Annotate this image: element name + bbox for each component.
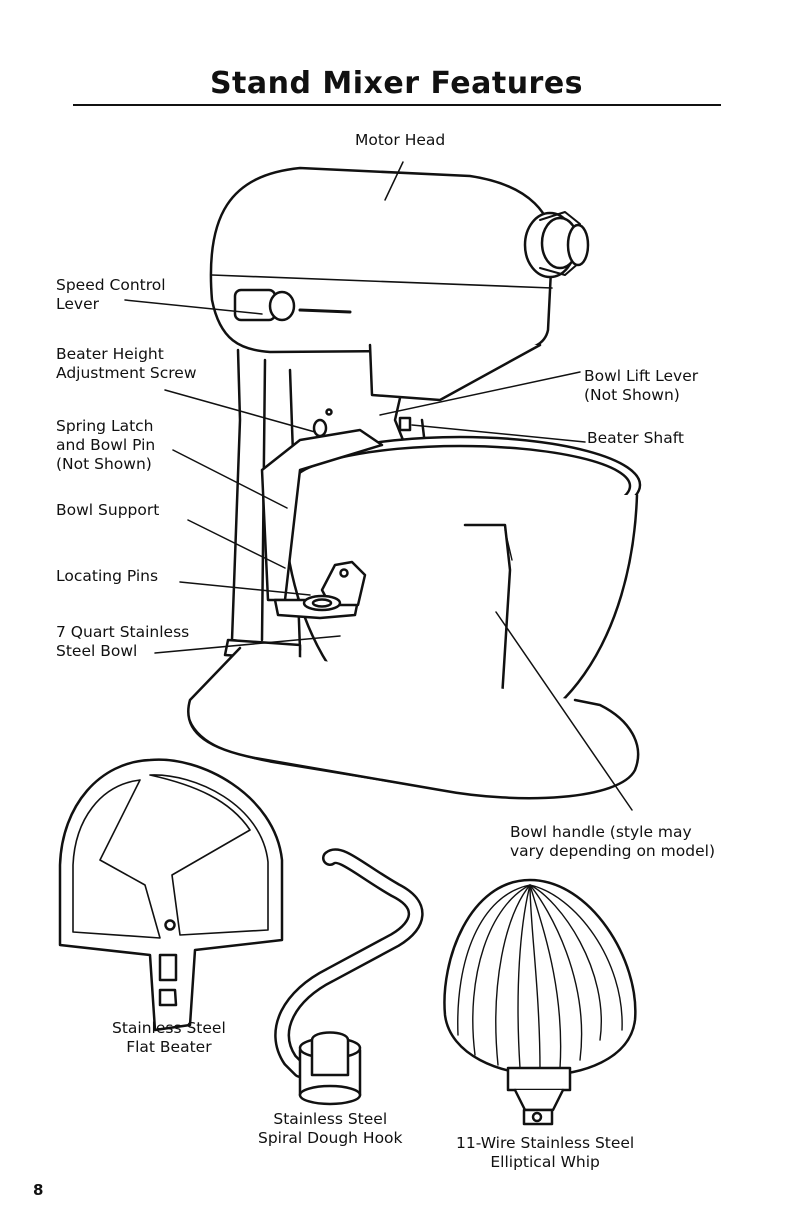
label-line: Spring Latch: [56, 417, 154, 435]
label-line: Steel Bowl: [56, 642, 138, 660]
label-line: (Not Shown): [584, 386, 680, 404]
page-title: Stand Mixer Features: [209, 66, 584, 101]
label-line: Elliptical Whip: [490, 1153, 600, 1171]
label-line: Bowl Lift Lever: [584, 367, 699, 385]
label-line: vary depending on model): [510, 842, 715, 860]
label-stainless-bowl: 7 Quart Stainless Steel Bowl: [56, 623, 189, 661]
label-line: Lever: [56, 295, 99, 313]
label-dough-hook: Stainless Steel Spiral Dough Hook: [258, 1110, 403, 1148]
title-rule: [73, 104, 721, 106]
label-line: Spiral Dough Hook: [258, 1129, 403, 1147]
page-number: 8: [33, 1181, 44, 1199]
label-bowl-support: Bowl Support: [56, 501, 160, 519]
motor-head-drawing: [209, 166, 590, 354]
label-wire-whip: 11-Wire Stainless Steel Elliptical Whip: [456, 1134, 634, 1172]
label-bowl-lift-lever: Bowl Lift Lever (Not Shown): [584, 367, 698, 405]
label-line: and Bowl Pin: [56, 436, 156, 454]
label-bowl-handle: Bowl handle (style may vary depending on…: [510, 823, 715, 861]
label-line: (Not Shown): [56, 455, 152, 473]
label-beater-height-screw: Beater Height Adjustment Screw: [56, 345, 197, 383]
wire-whip-drawing: [443, 878, 637, 1126]
label-motor-head: Motor Head: [355, 131, 446, 149]
speed-lever-drawing: [233, 288, 296, 322]
bowl-support-drawing: [260, 428, 384, 620]
label-beater-shaft: Beater Shaft: [587, 429, 685, 447]
label-line: Bowl handle (style may: [510, 823, 692, 841]
label-line: Stainless Steel: [273, 1110, 388, 1128]
label-line: Stainless Steel: [112, 1019, 226, 1037]
mixer-base-drawing: [187, 646, 640, 800]
leader-lines: [124, 161, 633, 811]
shaft-drawing: [368, 343, 542, 447]
label-line: 7 Quart Stainless: [56, 623, 190, 641]
label-line: Adjustment Screw: [56, 364, 197, 382]
label-line: Flat Beater: [126, 1038, 212, 1056]
dough-hook-drawing: [274, 848, 424, 1106]
label-spring-latch: Spring Latch and Bowl Pin (Not Shown): [56, 417, 155, 474]
label-flat-beater: Stainless Steel Flat Beater: [112, 1019, 226, 1057]
flat-beater-drawing: [58, 758, 284, 1032]
label-line: Speed Control: [56, 276, 166, 294]
label-locating-pins: Locating Pins: [56, 567, 159, 585]
label-line: Beater Height: [56, 345, 164, 363]
label-speed-control-lever: Speed Control Lever: [56, 276, 166, 314]
label-line: 11-Wire Stainless Steel: [456, 1134, 635, 1152]
